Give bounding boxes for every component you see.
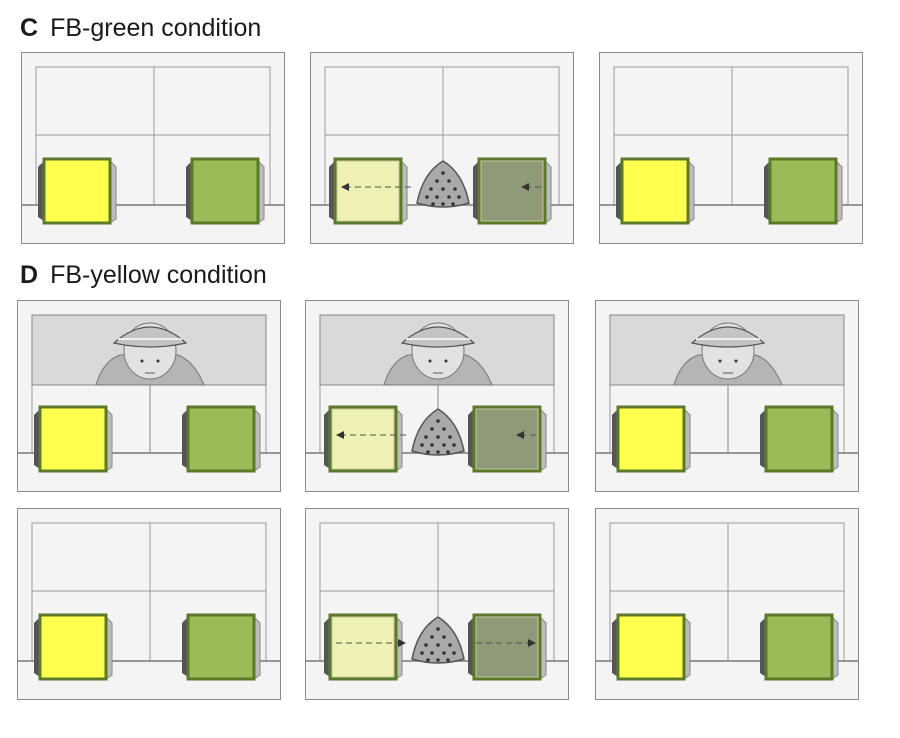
panel-d-agent-end (595, 300, 859, 492)
scene-svg (306, 314, 568, 473)
arrow-right-icon (476, 639, 536, 647)
scene-svg (306, 522, 568, 681)
green-box (186, 157, 265, 225)
agent-figure (609, 314, 845, 386)
green-box (468, 405, 547, 473)
panel-d-agent-move-left (305, 300, 569, 492)
toy-icon (416, 160, 470, 208)
arrow-left-icon (516, 431, 536, 439)
scene-svg (18, 314, 280, 473)
arrow-left-icon (336, 431, 406, 439)
green-box (760, 613, 839, 681)
yellow-box (612, 405, 691, 473)
panel-d-agent-start (17, 300, 281, 492)
arrow-left-icon (521, 183, 541, 191)
yellow-box (34, 405, 113, 473)
arrow-left-icon (341, 183, 411, 191)
scene-svg (22, 66, 284, 225)
yellow-box (612, 613, 691, 681)
panel-c-end (599, 52, 863, 244)
toy-icon (411, 616, 465, 664)
agent-figure (31, 314, 267, 386)
panel-d-end (595, 508, 859, 700)
arrow-right-icon (336, 639, 406, 647)
hat-icon (690, 326, 766, 348)
hat-icon (112, 326, 188, 348)
hat-icon (400, 326, 476, 348)
panel-d-move-right (305, 508, 569, 700)
toy-icon (411, 408, 465, 456)
scene-svg (18, 522, 280, 681)
green-box (182, 613, 261, 681)
yellow-box (38, 157, 117, 225)
green-box (764, 157, 843, 225)
yellow-box (616, 157, 695, 225)
panel-d-start (17, 508, 281, 700)
green-box (468, 613, 547, 681)
yellow-box (34, 613, 113, 681)
panel-c-start (21, 52, 285, 244)
green-box (760, 405, 839, 473)
yellow-box (324, 613, 403, 681)
green-box (473, 157, 552, 225)
yellow-box (329, 157, 408, 225)
scene-svg (596, 314, 858, 473)
green-box (182, 405, 261, 473)
scene-svg (311, 66, 573, 225)
yellow-box (324, 405, 403, 473)
scene-svg (600, 66, 862, 225)
panel-c-move-left (310, 52, 574, 244)
agent-figure (319, 314, 555, 386)
scene-svg (596, 522, 858, 681)
